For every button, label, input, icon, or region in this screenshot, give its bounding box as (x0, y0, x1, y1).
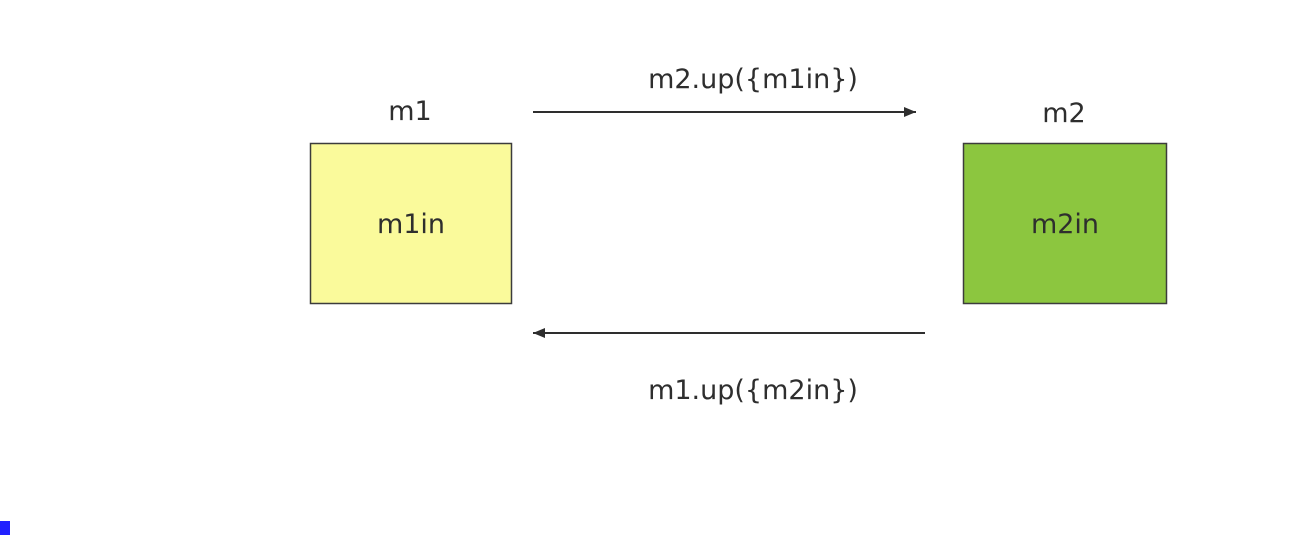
node-m2-content: m2in (1031, 209, 1099, 240)
edge-bottom-label: m1.up({m2in}) (648, 375, 858, 406)
node-m1-content: m1in (377, 209, 445, 240)
blue-corner-marker (0, 521, 10, 535)
node-m2-box (962, 142, 1168, 305)
node-m1-box (309, 142, 513, 305)
node-m1-title: m1 (388, 96, 431, 127)
edge-top-label: m2.up({m1in}) (648, 64, 858, 95)
node-m2-title: m2 (1042, 98, 1085, 129)
